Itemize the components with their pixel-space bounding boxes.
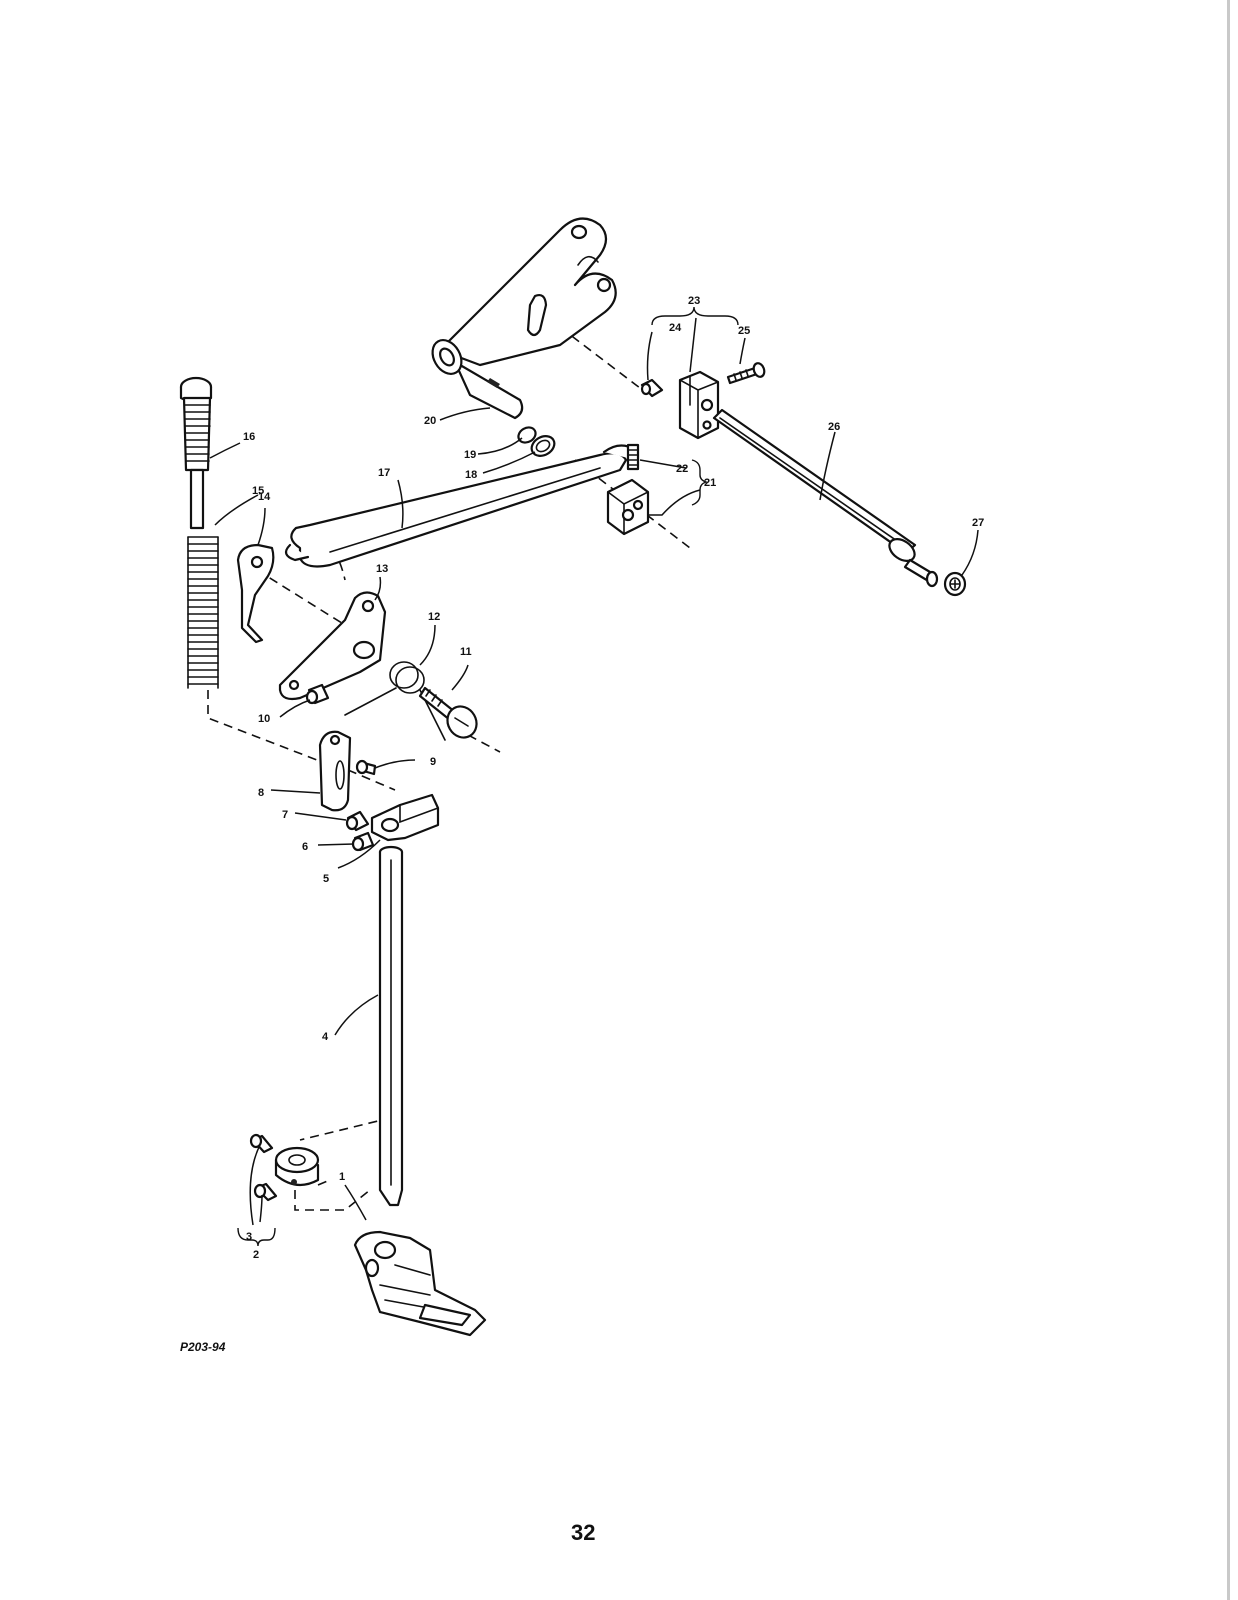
callout-14: 14 (258, 491, 271, 503)
callout-8: 8 (258, 787, 264, 799)
callout-26: 26 (828, 421, 840, 433)
part-2-collar (274, 1146, 320, 1187)
part-11-shoulder-screw (418, 686, 478, 739)
callout-braces (237, 306, 739, 1247)
callout-13: 13 (376, 563, 388, 575)
callout-leaders (209, 317, 979, 1226)
page-number: 32 (571, 1520, 596, 1545)
figure-id: P203-94 (180, 1340, 226, 1354)
callout-labels: 1 2 3 4 5 6 7 8 9 10 11 12 13 14 15 16 1… (243, 295, 984, 1261)
part-25-screw (726, 362, 766, 385)
callout-4: 4 (322, 1031, 329, 1043)
scan-edge-line (1227, 0, 1230, 1600)
callout-11: 11 (460, 646, 472, 658)
callout-21: 21 (704, 477, 716, 489)
part-16-adjusting-screw (179, 376, 213, 530)
callout-10: 10 (258, 713, 270, 725)
callout-9: 9 (430, 756, 436, 768)
part-20-lift-lever (431, 217, 617, 420)
part-14-lifter-plate (236, 543, 275, 644)
part-15-spring (187, 536, 219, 689)
part-17-link (284, 444, 638, 568)
part-13-bell-crank (278, 591, 387, 701)
part-6-screw (351, 831, 375, 852)
part-26-shaft (712, 408, 939, 588)
callout-20: 20 (424, 415, 436, 427)
part-18-19-rings (517, 426, 556, 457)
callout-15: 15 (252, 485, 264, 497)
callout-2: 2 (253, 1249, 259, 1261)
callout-1: 1 (339, 1171, 345, 1183)
part-23-connector-block (678, 370, 720, 440)
callout-24: 24 (669, 322, 682, 334)
part-5-lifter-bracket (370, 793, 440, 842)
callout-7: 7 (282, 809, 288, 821)
callout-17: 17 (378, 467, 390, 479)
part-22-spring (626, 443, 640, 471)
callout-19: 19 (464, 449, 476, 461)
callout-3: 3 (246, 1231, 252, 1243)
callout-16: 16 (243, 431, 255, 443)
callout-6: 6 (302, 841, 308, 853)
callout-25: 25 (738, 325, 750, 337)
part-21-clamp-block (606, 478, 650, 536)
callout-22: 22 (676, 463, 688, 475)
part-4-presser-bar (378, 845, 404, 1207)
callout-23: 23 (688, 295, 700, 307)
part-8-link (318, 730, 352, 812)
part-1-presser-foot (353, 1230, 487, 1337)
callout-12: 12 (428, 611, 440, 623)
part-9-screw (355, 759, 377, 776)
callout-18: 18 (465, 469, 477, 481)
callout-27: 27 (972, 517, 984, 529)
part-7-screw (345, 810, 370, 832)
part-3-screws (249, 1133, 278, 1202)
part-24-set-screw (640, 378, 664, 398)
callout-5: 5 (323, 873, 329, 885)
part-27-screw (943, 571, 967, 597)
